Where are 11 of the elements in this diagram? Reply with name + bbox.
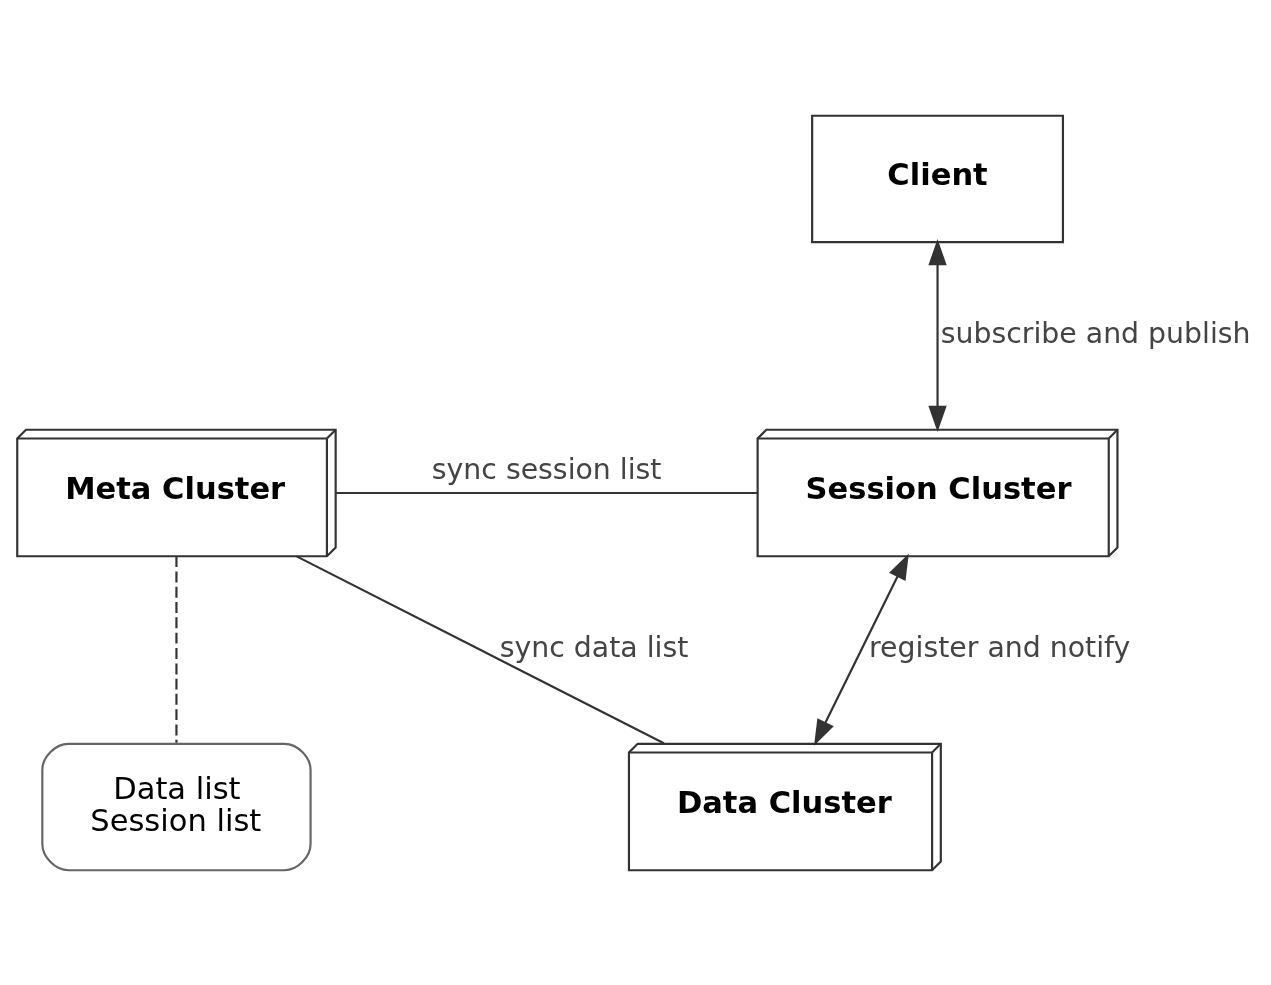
arrow <box>814 552 909 746</box>
connector <box>336 491 758 494</box>
arrow <box>928 238 947 432</box>
edge-label: register and notify <box>869 630 1131 664</box>
node-box: Client <box>811 114 1065 243</box>
connector <box>175 555 178 743</box>
edge-label: sync session list <box>431 452 662 486</box>
edge-label: subscribe and publish <box>940 316 1251 350</box>
connector <box>296 554 665 744</box>
node-box: Data list Session list <box>41 742 312 871</box>
edge-label: sync data list <box>499 630 689 664</box>
